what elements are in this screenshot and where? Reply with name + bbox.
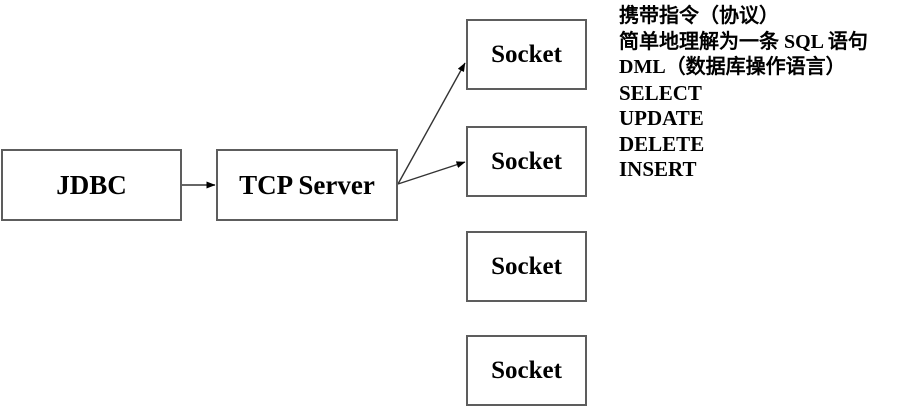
node-socket-4[interactable]: Socket: [466, 335, 587, 406]
annotation-line-delete: DELETE: [619, 131, 705, 156]
node-jdbc[interactable]: JDBC: [1, 149, 182, 221]
node-socket-4-label: Socket: [491, 357, 562, 384]
node-socket-1[interactable]: Socket: [466, 19, 587, 90]
node-socket-3[interactable]: Socket: [466, 231, 587, 302]
annotation-line-1: 携带指令（协议）: [619, 5, 779, 27]
annotation-line-insert: INSERT: [619, 157, 697, 181]
node-tcp-server[interactable]: TCP Server: [216, 149, 398, 221]
annotation-line-update: UPDATE: [619, 106, 704, 130]
annotation-text-block: 携带指令（协议） 简单地理解为一条 SQL 语句 DML（数据库操作语言） SE…: [619, 4, 915, 183]
node-socket-2-label: Socket: [491, 148, 562, 175]
node-socket-2[interactable]: Socket: [466, 126, 587, 197]
node-socket-3-label: Socket: [491, 253, 562, 280]
node-tcp-server-label: TCP Server: [239, 169, 375, 200]
annotation-line-2: 简单地理解为一条 SQL 语句: [619, 30, 868, 53]
edge-tcp-to-socket-2: [397, 161, 466, 185]
annotation-line-select: SELECT: [619, 80, 702, 105]
edge-tcp-to-socket-1: [397, 62, 466, 185]
node-jdbc-label: JDBC: [56, 169, 127, 200]
node-socket-1-label: Socket: [491, 41, 562, 68]
annotation-line-3: DML（数据库操作语言）: [619, 56, 846, 78]
